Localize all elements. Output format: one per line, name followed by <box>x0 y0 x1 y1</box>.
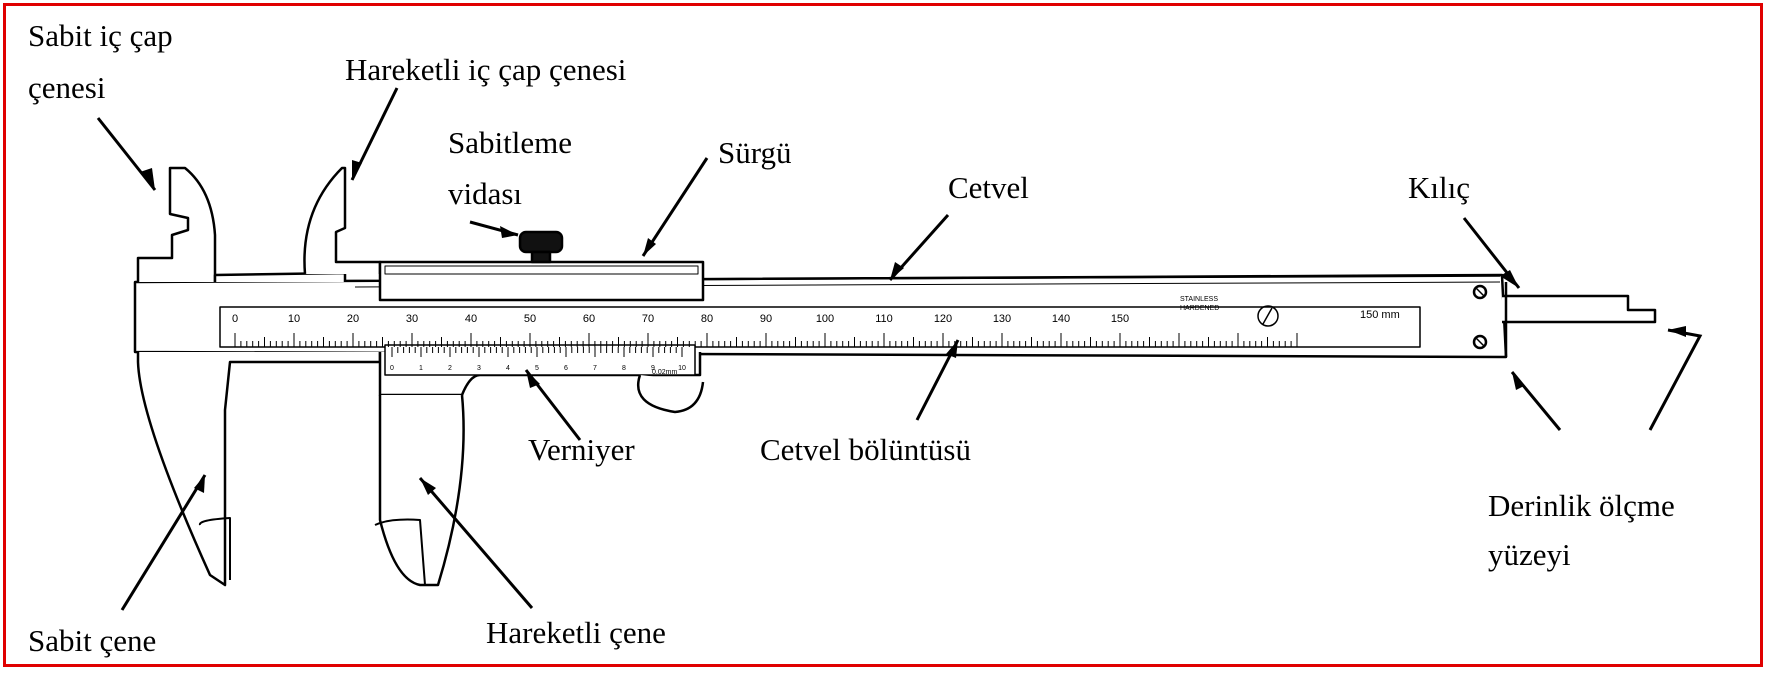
label-movable-jaw: Hareketli çene <box>486 615 666 651</box>
vernier-scale-number: 4 <box>506 365 510 372</box>
label-fixed-jaw: Sabit çene <box>28 623 156 659</box>
vernier-scale-number: 8 <box>622 365 626 372</box>
main-scale-number: 60 <box>583 313 595 325</box>
main-scale-number: 100 <box>816 313 834 325</box>
vernier-scale-number: 0 <box>390 365 394 372</box>
label-slider: Sürgü <box>718 135 792 171</box>
label-depth-surface-line2: yüzeyi <box>1488 537 1571 573</box>
main-scale-number: 20 <box>347 313 359 325</box>
vernier-unit-text: 0.02mm <box>652 369 677 376</box>
vernier-scale-number: 3 <box>477 365 481 372</box>
thumb-grip <box>638 375 703 412</box>
main-scale-number: 30 <box>406 313 418 325</box>
main-scale-number: 130 <box>993 313 1011 325</box>
main-scale-number: 120 <box>934 313 952 325</box>
slider-top <box>380 262 703 300</box>
vernier-scale-number: 7 <box>593 365 597 372</box>
fixed-outer-jaw <box>138 352 380 585</box>
locking-screw-head <box>520 232 562 252</box>
scale-end-label: 150 mm <box>1360 309 1400 321</box>
main-scale-number: 140 <box>1052 313 1070 325</box>
brand-text-line2: HARDENED <box>1180 305 1219 312</box>
label-fixed-inner-jaw-line2: çenesi <box>28 70 105 106</box>
label-locking-screw-line2: vidası <box>448 176 522 212</box>
main-scale-number: 10 <box>288 313 300 325</box>
depth-rod <box>1502 296 1655 322</box>
brand-text-line1: STAINLESS <box>1180 296 1218 303</box>
vernier-scale-number: 1 <box>419 365 423 372</box>
label-depth-rod: Kılıç <box>1408 170 1470 206</box>
main-scale-number: 80 <box>701 313 713 325</box>
main-scale-number: 90 <box>760 313 772 325</box>
vernier-scale-number: 10 <box>678 365 686 372</box>
label-scale-division: Cetvel bölüntüsü <box>760 432 971 468</box>
label-locking-screw-line1: Sabitleme <box>448 125 572 161</box>
movable-inner-jaw <box>304 168 380 274</box>
main-scale-number: 40 <box>465 313 477 325</box>
arrow-depth-surface-b <box>1650 330 1700 430</box>
label-vernier: Verniyer <box>528 432 635 468</box>
arrow-fixed-jaw <box>122 475 205 610</box>
label-ruler: Cetvel <box>948 170 1029 206</box>
vernier-plate <box>385 345 695 375</box>
main-scale-number: 110 <box>875 313 893 325</box>
movable-outer-jaw <box>380 395 464 585</box>
vernier-scale-number: 5 <box>535 365 539 372</box>
main-scale-number: 150 <box>1111 313 1129 325</box>
main-scale-number: 70 <box>642 313 654 325</box>
arrow-slider <box>643 158 707 256</box>
main-scale-number: 50 <box>524 313 536 325</box>
label-fixed-inner-jaw-line1: Sabit iç çap <box>28 18 173 54</box>
label-movable-inner-jaw: Hareketli iç çap çenesi <box>345 52 626 88</box>
main-scale-number: 0 <box>232 313 238 325</box>
vernier-scale-number: 2 <box>448 365 452 372</box>
label-depth-surface-line1: Derinlik ölçme <box>1488 488 1675 524</box>
vernier-scale-number: 6 <box>564 365 568 372</box>
